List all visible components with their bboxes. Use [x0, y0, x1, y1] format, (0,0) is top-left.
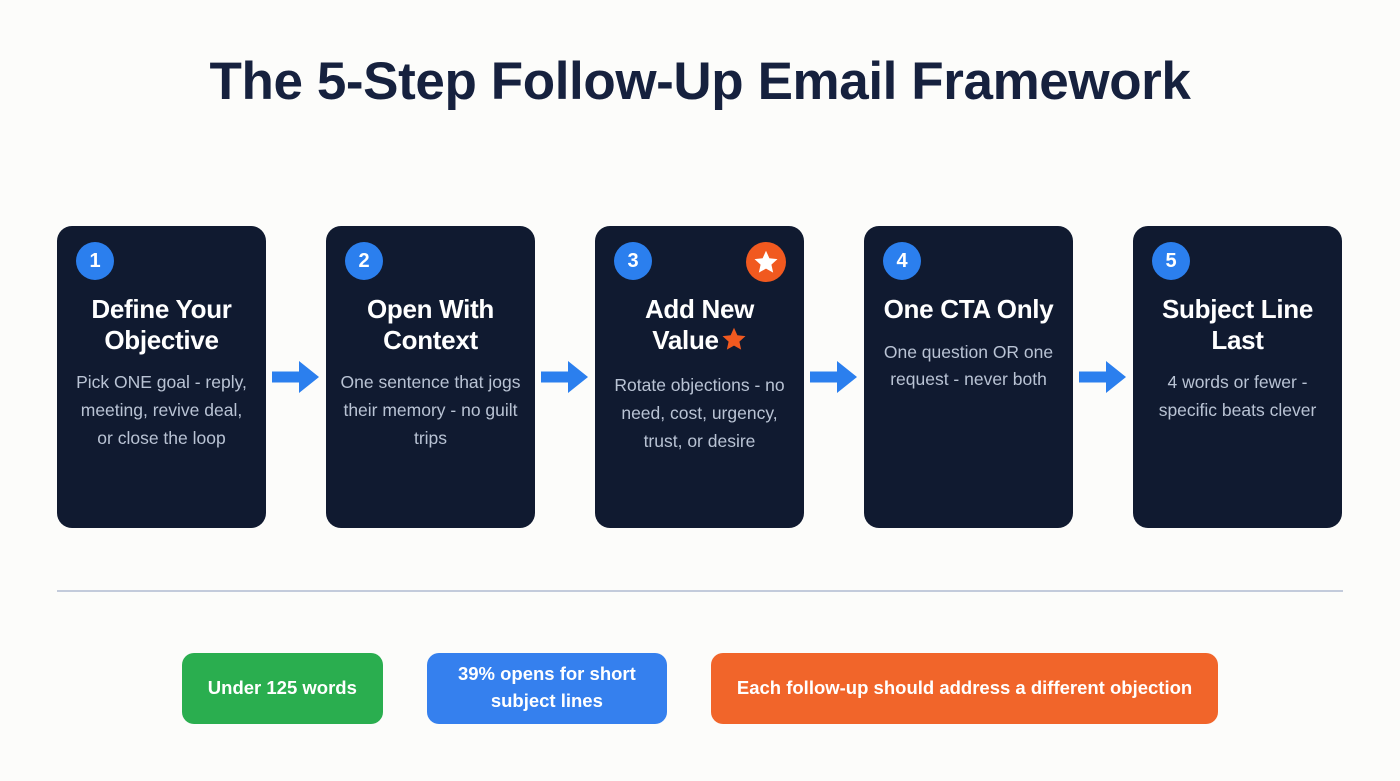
stat-pill-objection[interactable]: Each follow-up should address a differen… — [710, 652, 1219, 724]
steps-container: 1 Define Your Objective Pick ONE goal - … — [57, 226, 1343, 528]
stat-pill-word-count[interactable]: Under 125 words — [181, 652, 383, 724]
step-badge-row: 1 — [71, 242, 252, 284]
step-title-text: Add New Value — [644, 294, 755, 355]
step-card-2[interactable]: 2 Open With Context One sentence that jo… — [326, 226, 535, 528]
arrow-right-icon — [272, 361, 319, 393]
arrow-connector-2 — [535, 226, 595, 528]
star-icon — [754, 250, 778, 273]
step-title: Define Your Objective — [71, 294, 252, 355]
inline-star-icon — [721, 326, 747, 359]
step-card-5[interactable]: 5 Subject Line Last 4 words or fewer - s… — [1133, 226, 1342, 528]
step-title: Subject Line Last — [1147, 294, 1328, 355]
arrow-right-icon — [810, 361, 857, 393]
step-number-badge: 4 — [883, 242, 921, 280]
step-description: One question OR one request - never both — [883, 341, 1054, 390]
step-title: One CTA Only — [878, 294, 1059, 325]
step-number-badge: 3 — [614, 242, 652, 280]
step-title-text: One CTA Only — [883, 294, 1054, 324]
step-badge-row: 5 — [1147, 242, 1328, 284]
featured-star-badge — [746, 242, 786, 282]
arrow-connector-1 — [266, 226, 326, 528]
arrow-connector-3 — [804, 226, 864, 528]
step-number-badge: 1 — [76, 242, 114, 280]
arrow-right-icon — [1079, 361, 1126, 393]
step-badge-row: 2 — [340, 242, 521, 284]
step-badge-row: 4 — [878, 242, 1059, 284]
arrow-connector-4 — [1073, 226, 1133, 528]
step-description: 4 words or fewer - specific beats clever — [1158, 372, 1317, 420]
step-description: One sentence that jogs their memory - no… — [340, 372, 521, 448]
step-card-3[interactable]: 3 Add New Value Rotate objections - no n… — [595, 226, 804, 528]
step-number-badge: 5 — [1152, 242, 1190, 280]
section-divider — [57, 590, 1343, 592]
stat-pill-open-rate[interactable]: 39% opens for short subject lines — [426, 652, 667, 724]
step-badge-row: 3 — [609, 242, 790, 284]
step-number-badge: 2 — [345, 242, 383, 280]
arrow-right-icon — [541, 361, 588, 393]
step-title: Open With Context — [340, 294, 521, 355]
step-title-text: Subject Line Last — [1162, 294, 1313, 355]
step-title-text: Define Your Objective — [91, 294, 232, 355]
step-title: Add New Value — [609, 294, 790, 358]
step-description: Rotate objections - no need, cost, urgen… — [614, 375, 785, 451]
page-title: The 5-Step Follow-Up Email Framework — [209, 52, 1191, 111]
step-description: Pick ONE goal - reply, meeting, revive d… — [76, 372, 247, 448]
step-card-1[interactable]: 1 Define Your Objective Pick ONE goal - … — [57, 226, 266, 528]
step-card-4[interactable]: 4 One CTA Only One question OR one reque… — [864, 226, 1073, 528]
stats-container: Under 125 words 39% opens for short subj… — [0, 652, 1400, 724]
step-title-text: Open With Context — [366, 294, 495, 355]
